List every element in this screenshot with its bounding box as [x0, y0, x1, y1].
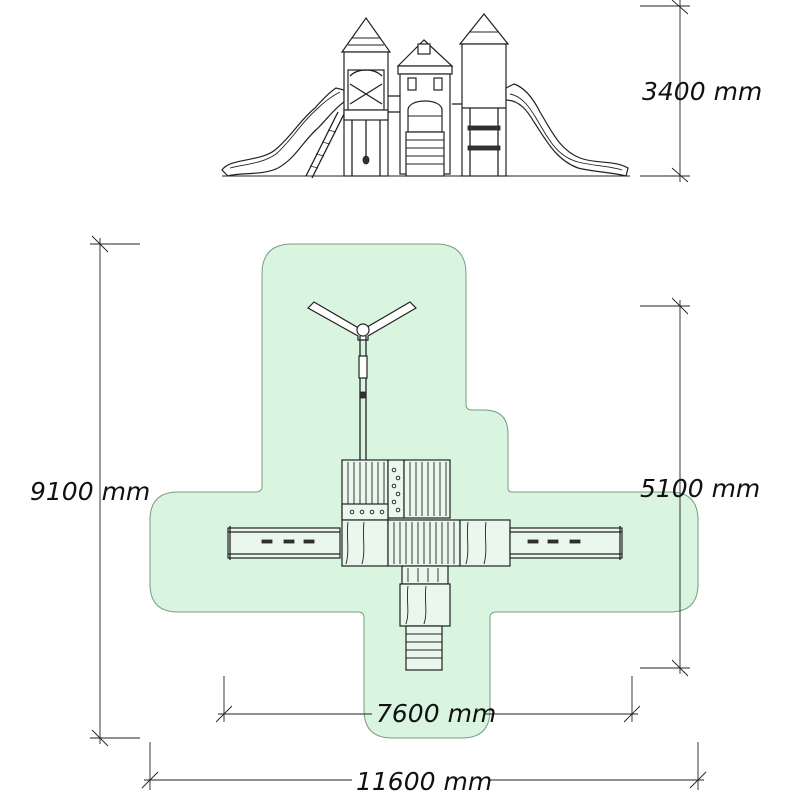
swing-frame [307, 301, 417, 460]
inner-width-dimension-label: 7600 mm [376, 699, 496, 728]
inner-depth-dimension-label: 5100 mm [640, 474, 760, 503]
left-tower [340, 16, 392, 177]
inner-width-dimension: 7600 mm [215, 676, 641, 728]
plan-view [149, 243, 699, 739]
bottom-tower-plan [399, 565, 451, 671]
width-dimension-label: 11600 mm [356, 767, 492, 796]
depth-dimension: 9100 mm [30, 235, 150, 747]
right-slide-plan [509, 526, 623, 560]
left-slide [221, 87, 345, 177]
left-climber [305, 111, 345, 179]
depth-dimension-label: 9100 mm [30, 477, 150, 506]
left-slide-plan [227, 526, 341, 560]
height-dimension: 3400 mm [640, 0, 762, 183]
top-platforms [341, 459, 451, 521]
middle-row [341, 519, 511, 567]
inner-depth-dimension: 5100 mm [640, 297, 760, 677]
width-dimension: 11600 mm [141, 742, 707, 796]
right-tower [452, 13, 510, 177]
elevation-view [221, 13, 630, 179]
right-slide [505, 83, 629, 177]
middle-tower [388, 39, 454, 177]
height-dimension-label: 3400 mm [642, 77, 762, 106]
